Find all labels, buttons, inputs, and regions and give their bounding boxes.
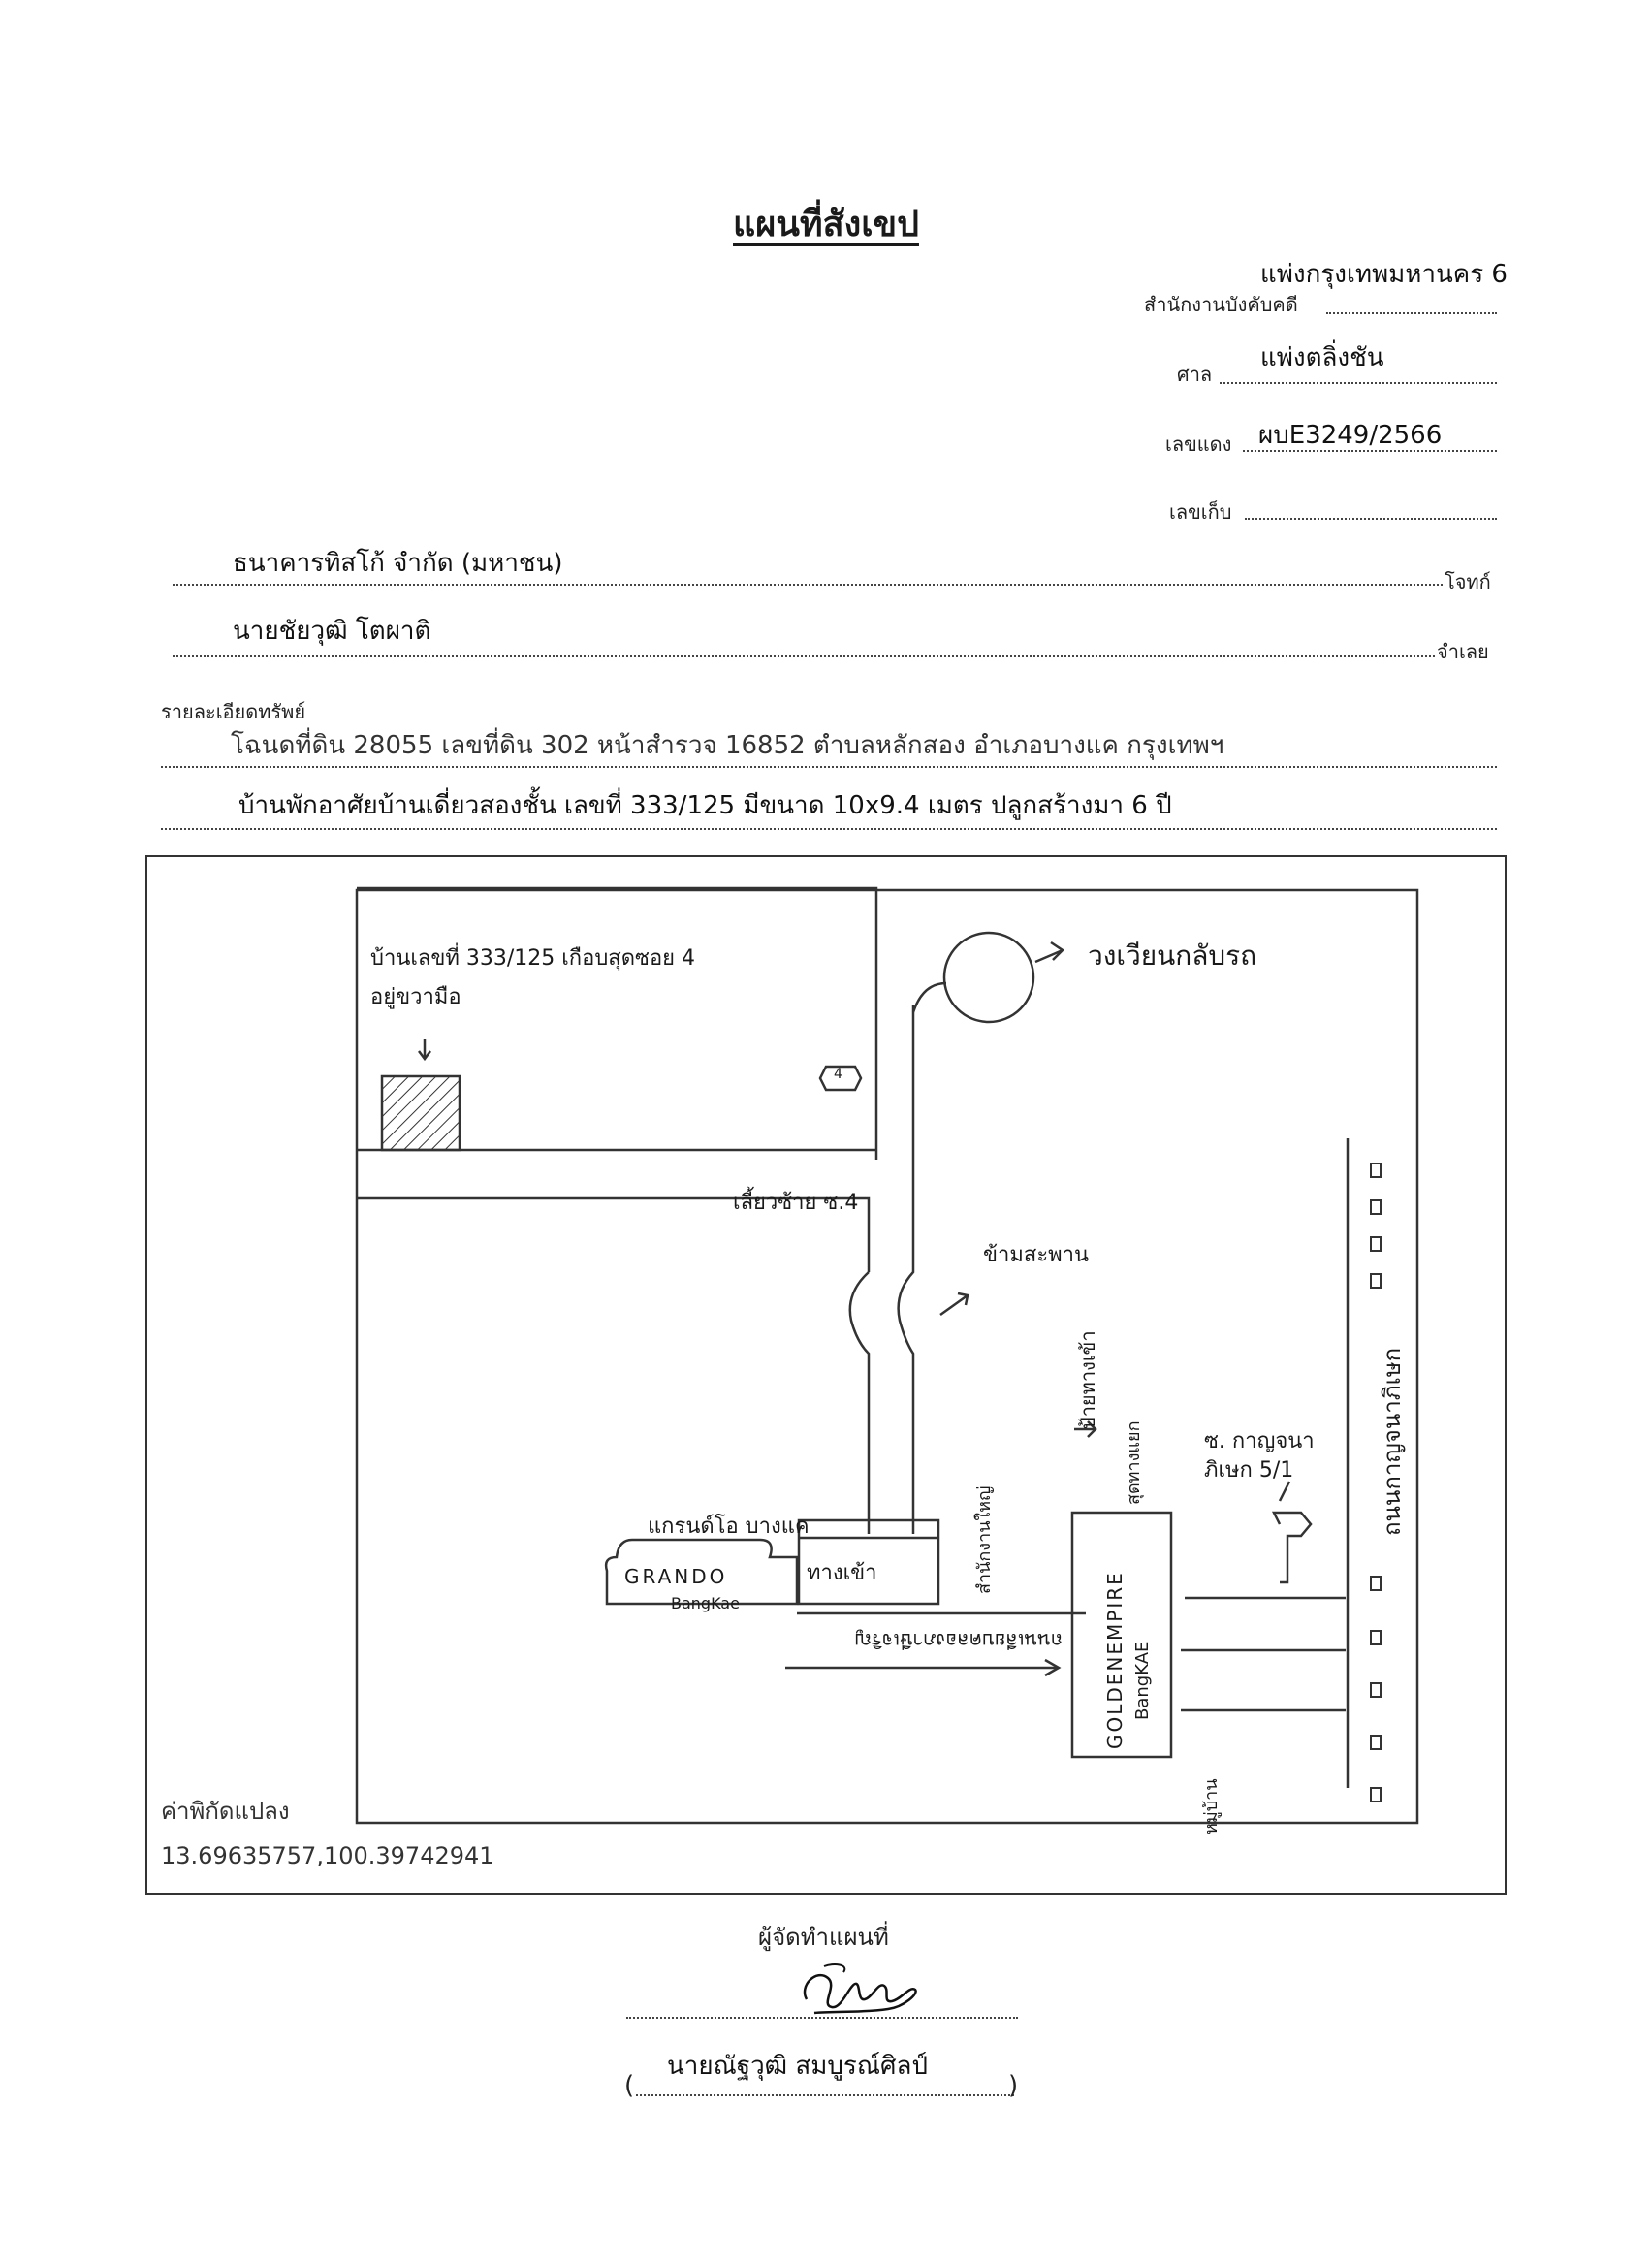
signature-paren-close: ) [1008, 2071, 1019, 2100]
property-line-2: บ้านพักอาศัยบ้านเดี่ยวสองชั้น เลขที่ 333… [238, 791, 1172, 820]
red-number-value: ผบE3249/2566 [1258, 421, 1443, 450]
roundabout-icon [942, 931, 1035, 1024]
property-line-1: โฉนดที่ดิน 28055 เลขที่ดิน 302 หน้าสำรวจ… [231, 731, 1224, 760]
entrance-box [797, 1518, 940, 1606]
store-number-dotted-line [1245, 518, 1497, 520]
property-dotted-line-2 [161, 828, 1497, 830]
court-value: แพ่งตลิ่งชัน [1260, 343, 1384, 372]
map-golden-empire-2: BangKAE [1132, 1641, 1153, 1720]
arterial-road-markers [1370, 1163, 1382, 1802]
page-title: แผนที่สังเขป [733, 205, 919, 244]
red-number-label: เลขแดง [1165, 432, 1232, 456]
map-arterial-road-label: ถนนกาญจนาภิเษก [1379, 1347, 1406, 1536]
property-label: รายละเอียดทรัพย์ [161, 700, 306, 723]
signature-dotted-line [626, 2017, 1018, 2019]
plaintiff-role: โจทก์ [1445, 570, 1491, 593]
soi4-road [357, 1196, 871, 1272]
coordinates-label: ค่าพิกัดแปลง [161, 1798, 290, 1825]
office-label: สำนักงานบังคับคดี [1144, 293, 1298, 316]
map-house-label-2: อยู่ขวามือ [370, 985, 461, 1009]
map-grando-en-2: BangKae [671, 1594, 740, 1612]
map-entrance-sign-note: ป้ายทางเข้า [1076, 1330, 1099, 1429]
map-turn-left-label: เลี้ยวซ้าย ซ.4 [733, 1191, 859, 1215]
sketch-map [355, 886, 1419, 1825]
office-value: แพ่งกรุงเทพมหานคร 6 [1260, 260, 1508, 289]
red-number-dotted-line [1243, 450, 1497, 452]
map-soi-number: 4 [834, 1067, 842, 1082]
map-soi-note-2: ภิเษก 5/1 [1204, 1458, 1294, 1483]
map-soi-note-1: ซ. กาญจนา [1204, 1429, 1315, 1453]
map-frame: บ้านเลขที่ 333/125 เกือบสุดซอย 4 อยู่ขวา… [145, 855, 1507, 1895]
map-gate-note: สุดทางแยก [1124, 1420, 1144, 1505]
coordinates-value: 13.69635757,100.39742941 [161, 1842, 494, 1869]
property-dotted-line-1 [161, 766, 1497, 768]
map-golden-empire-1: GOLDENEMPIRE [1103, 1571, 1127, 1749]
signature-icon [803, 1963, 917, 2015]
block-top-left [357, 886, 878, 1160]
map-entrance-label: ทางเข้า [807, 1561, 877, 1585]
map-hq-note: สำนักงานใหญ่ [974, 1485, 995, 1595]
signature-label: ผู้จัดทำแผนที่ [758, 1924, 889, 1951]
soi-5-1-arrow [1271, 1511, 1313, 1584]
signature-paren-open: ( [624, 2071, 635, 2100]
office-dotted-line [1326, 312, 1497, 314]
signature-name-dotted-line [636, 2094, 1014, 2096]
lane-right-edge [897, 1005, 915, 1534]
map-village-label: หมู่บ้าน [1201, 1778, 1222, 1834]
map-road-bottom-label: ถนนเลียบคลองภาษีเจริญ [854, 1629, 1063, 1652]
golden-empire-building [1070, 1511, 1173, 1759]
map-house-label: บ้านเลขที่ 333/125 เกือบสุดซอย 4 [370, 946, 696, 971]
map-grando-en-1: GRANDO [624, 1565, 728, 1588]
target-house-icon [380, 1074, 461, 1152]
court-dotted-line [1220, 382, 1497, 384]
grando-building [604, 1538, 799, 1606]
lane-left-edge [848, 1271, 871, 1534]
plaintiff-name: ธนาคารทิสโก้ จำกัด (มหาชน) [233, 549, 563, 578]
store-number-label: เลขเก็บ [1169, 500, 1232, 524]
court-label: ศาล [1177, 363, 1213, 386]
map-roundabout-label: วงเวียนกลับรถ [1088, 940, 1257, 972]
map-bridge-label: ข้ามสะพาน [983, 1243, 1090, 1267]
defendant-name: นายชัยวุฒิ โตผาติ [233, 617, 431, 646]
signature-name: นายณัฐวุฒิ สมบูรณ์ศิลป์ [667, 2052, 928, 2081]
defendant-dotted-line [173, 655, 1435, 657]
soi-number-sign [818, 1065, 863, 1092]
defendant-role: จำเลย [1437, 640, 1489, 663]
plaintiff-dotted-line [173, 584, 1443, 586]
map-grando-thai: แกรนด์โอ บางแค [648, 1515, 810, 1539]
map-inner-border [355, 888, 1419, 1825]
